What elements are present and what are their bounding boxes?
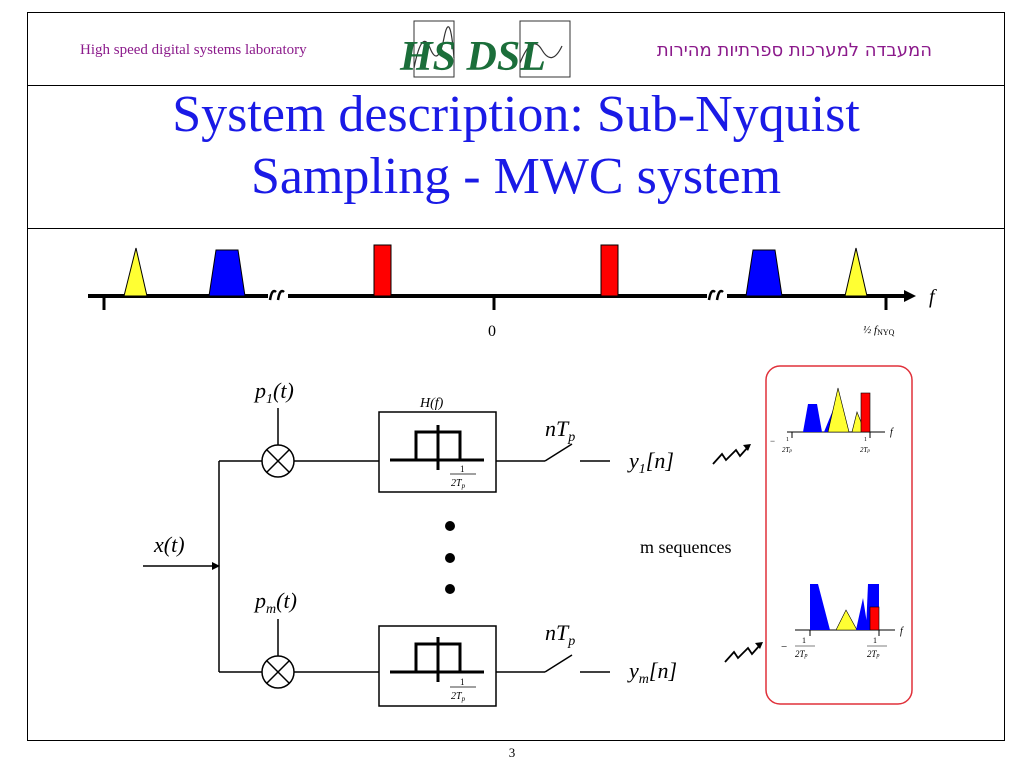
slide-frame: [27, 12, 1005, 741]
mini-spectrum-1: f − 1 2Tp 1 2Tp: [770, 387, 894, 454]
svg-text:1: 1: [864, 437, 867, 443]
band-red-left: [373, 244, 392, 297]
svg-text:1: 1: [786, 437, 789, 443]
output-1-label: y1[n]: [627, 448, 674, 477]
mini-spectrum-m: f − 1 2Tp 1 2Tp: [781, 584, 904, 659]
nyq-label: ½ fNYQ: [863, 324, 895, 337]
squiggle-arrow-1-icon: [712, 446, 749, 465]
axis-break-right-icon: [707, 289, 724, 301]
input-label: x(t): [153, 532, 185, 557]
sequences-label: m sequences: [640, 537, 731, 557]
sampler-1-label: nTp: [545, 416, 575, 445]
mwc-block-diagram: x(t) p1(t) H(f) 1 2Tp nTp y1[n] pm(t): [143, 365, 913, 707]
band-yellow-left: [123, 247, 148, 297]
spectrum-plot: f 0 ½ fNYQ: [88, 244, 937, 340]
svg-text:−: −: [770, 436, 775, 446]
mixer-m-label: pm(t): [253, 588, 297, 617]
title-line-2: Sampling - MWC system: [250, 148, 782, 205]
filter-1-label: H(f): [419, 396, 444, 411]
ellipsis-dot: [445, 553, 455, 563]
mixer-1-label: p1(t): [253, 378, 294, 407]
title-line-1: System description: Sub-Nyquist: [172, 86, 860, 143]
svg-text:−: −: [781, 641, 787, 653]
output-m-label: ym[n]: [627, 658, 677, 687]
sampler-m-label: nTp: [545, 620, 575, 649]
ellipsis-dot: [445, 584, 455, 594]
logo-text: HS DSL: [399, 34, 546, 80]
zero-label: 0: [488, 323, 496, 340]
svg-text:1: 1: [460, 464, 465, 474]
svg-text:1: 1: [802, 636, 806, 645]
axis-break-left-icon: [268, 289, 285, 301]
svg-text:2Tp: 2Tp: [782, 446, 792, 454]
svg-text:2Tp: 2Tp: [860, 446, 870, 454]
sampler-1-switch: [544, 443, 573, 462]
sampler-m-switch: [544, 654, 573, 673]
hsdsl-logo: HS DSL: [399, 20, 571, 80]
svg-text:f: f: [900, 626, 904, 637]
title-divider: [27, 228, 1005, 229]
svg-text:2Tp: 2Tp: [795, 649, 808, 659]
ellipsis-dot: [445, 521, 455, 531]
lab-name-english: High speed digital systems laboratory: [80, 42, 307, 58]
output-spectra-box: [765, 365, 913, 705]
band-red-right: [600, 244, 619, 297]
header-divider: [27, 85, 1005, 86]
filter-1-cutoff: 2Tp: [451, 478, 466, 490]
squiggle-arrow-m-icon: [724, 644, 761, 663]
lab-name-hebrew: המעבדה למערכות ספרתיות מהירות: [656, 40, 932, 61]
svg-text:1: 1: [460, 677, 465, 687]
band-blue-right: [745, 249, 783, 297]
band-yellow-right: [844, 247, 868, 297]
slide-title: System description: Sub-Nyquist Sampling…: [27, 84, 1005, 208]
filter-m-cutoff: 2Tp: [451, 691, 466, 703]
axis-arrow-icon: [904, 290, 916, 302]
svg-text:2Tp: 2Tp: [867, 649, 880, 659]
spectrum-axis-label: f: [929, 286, 937, 308]
band-blue-left: [208, 249, 246, 297]
page-number: 3: [508, 745, 516, 760]
input-arrow-icon: [212, 562, 220, 570]
svg-text:f: f: [890, 427, 894, 438]
svg-text:1: 1: [873, 636, 877, 645]
